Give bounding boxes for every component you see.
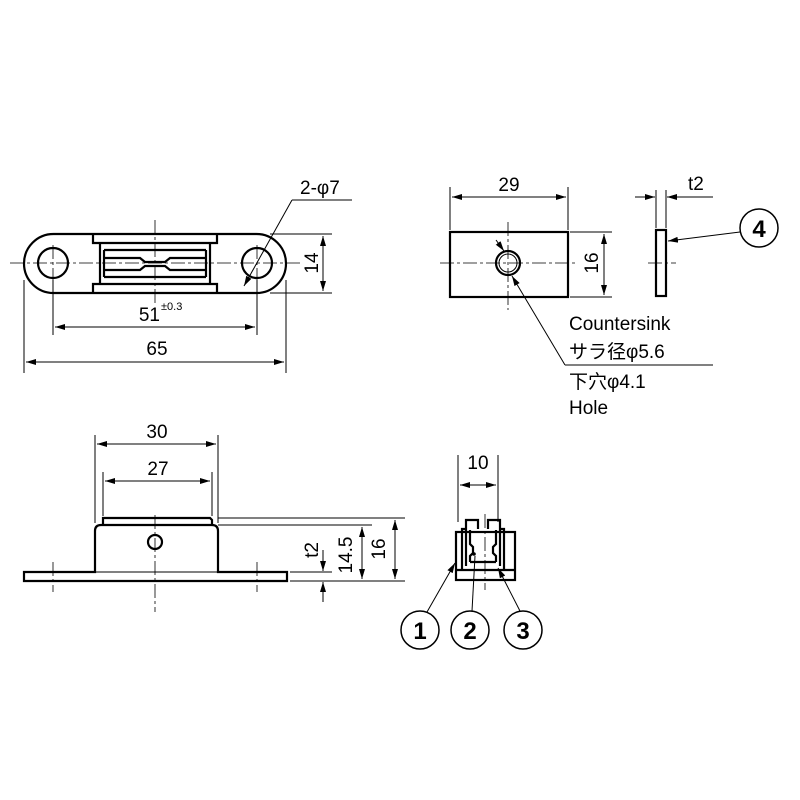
dim-width-27: 27 [147,459,168,480]
cap-outline [101,516,214,525]
note-hole-en: Hole [569,398,608,419]
dim-width-10: 10 [467,453,488,474]
dim-length-65: 65 [146,339,167,360]
dim-width-29: 29 [498,175,519,196]
note-countersink-en: Countersink [569,314,671,335]
body-outline [22,523,289,583]
balloon-3: 3 [516,618,529,645]
dim-height-16-front: 16 [369,538,390,559]
top-view: 14 51 ±0.3 65 2-φ7 [10,178,352,373]
dim-height-14: 14 [302,252,323,274]
dim-thickness-t2-front: t2 [302,542,323,558]
dim-width-30: 30 [146,422,167,443]
dim-thickness-t2: t2 [688,174,704,195]
plate-view: 29 16 t2 4 Countersink サラ径φ5.6 下穴φ4.1 Ho… [440,174,779,419]
side-body-outline [454,530,517,582]
side-view: 10 1 2 3 [400,453,543,650]
balloon-4: 4 [752,216,766,243]
plate-outline [448,230,570,299]
note-countersink-jp: サラ径φ5.6 [569,341,665,363]
dim-height-16: 16 [582,252,603,273]
balloon-1: 1 [413,618,426,645]
note-hole-jp: 下穴φ4.1 [569,371,646,393]
dim-height-14-5: 14.5 [336,537,357,574]
dim-pitch-51: 51 [139,305,160,326]
front-view: 30 27 t2 14.5 16 [22,422,405,612]
dim-pitch-tolerance: ±0.3 [161,301,182,313]
hole-callout: 2-φ7 [300,178,340,199]
balloon-2: 2 [463,618,476,645]
roller-channel [460,518,506,570]
